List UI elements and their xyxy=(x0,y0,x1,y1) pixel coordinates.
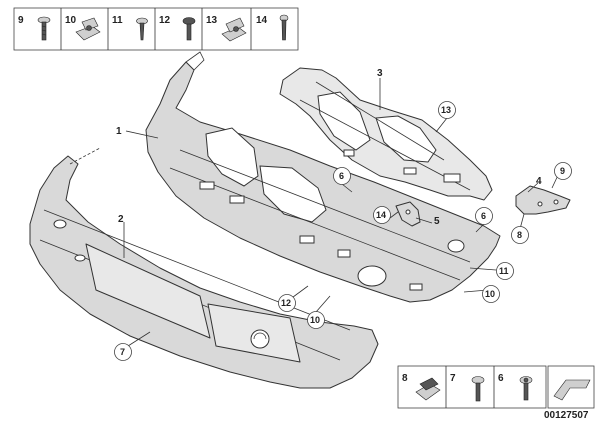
strip-label-6: 6 xyxy=(498,373,504,384)
profile-section-icon xyxy=(553,379,591,401)
circled-callout-12: 12 xyxy=(281,298,291,308)
bolt-icon xyxy=(471,376,485,402)
grille-carrier xyxy=(279,67,493,201)
strip-label-11: 11 xyxy=(112,15,123,26)
circled-callout-6-lower: 6 xyxy=(481,211,486,221)
circled-callout-14: 14 xyxy=(376,210,386,220)
callout-2: 2 xyxy=(118,214,124,225)
circled-callout-10-right: 10 xyxy=(485,289,495,299)
circled-callout-9: 9 xyxy=(560,166,565,176)
bumper-carrier xyxy=(145,51,501,303)
bumper-cover xyxy=(29,147,379,389)
circled-callout-13: 13 xyxy=(441,105,451,115)
strip-label-8: 8 xyxy=(402,373,408,384)
circled-callout-6-upper: 6 xyxy=(339,171,344,181)
circled-callout-8: 8 xyxy=(517,230,522,240)
bottom-parts-strip: 8 7 6 00127507 xyxy=(397,365,595,421)
top-parts-strip: 9 10 11 12 13 14 xyxy=(13,7,299,51)
hex-screw-icon xyxy=(182,17,196,41)
side-bracket xyxy=(515,185,571,215)
strip-label-14: 14 xyxy=(256,15,268,26)
self-tapping-screw-icon xyxy=(136,17,148,41)
strip-label-12: 12 xyxy=(159,15,171,26)
circled-callout-7: 7 xyxy=(120,347,125,357)
strip-label-13: 13 xyxy=(206,15,218,26)
circled-callouts: 6 6 7 8 9 10 10 11 12 13 14 xyxy=(114,101,572,361)
circled-callout-11: 11 xyxy=(499,266,509,276)
spring-nut-icon xyxy=(221,17,247,42)
push-rivet-icon xyxy=(279,14,289,41)
strip-label-10: 10 xyxy=(65,15,77,26)
screw-icon xyxy=(37,16,51,41)
strip-label-9: 9 xyxy=(18,15,24,26)
callout-5: 5 xyxy=(434,216,440,227)
clip-nut-icon xyxy=(75,17,101,41)
diagram-number: 00127507 xyxy=(544,410,589,421)
mount-bracket xyxy=(395,201,421,227)
callout-4: 4 xyxy=(536,176,542,187)
clip-icon xyxy=(415,377,441,401)
strip-label-7: 7 xyxy=(450,373,456,384)
callout-3: 3 xyxy=(377,68,383,79)
washer-screw-icon xyxy=(519,376,533,401)
callout-1: 1 xyxy=(116,126,122,137)
circled-callout-10-left: 10 xyxy=(310,315,320,325)
